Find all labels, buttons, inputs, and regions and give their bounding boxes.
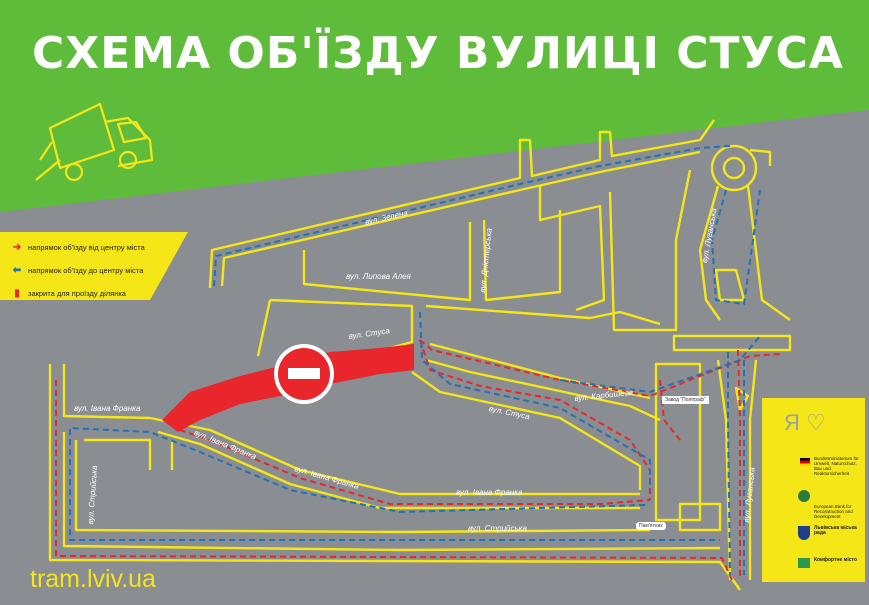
sponsor-ebrd: European Bank for Reconstruction and Dev… <box>814 504 853 519</box>
website-url: tram.lviv.ua <box>30 565 156 593</box>
detour-route-to-center <box>69 145 761 576</box>
green-header-band <box>0 0 869 212</box>
legend-item-closed: ▮ закрита для проїзду ділянка <box>10 282 160 305</box>
german-flag-icon <box>800 458 810 466</box>
ebrd-logo-icon <box>798 490 810 502</box>
legend-item-from-center: ➔ напрямок об'їзду від центру міста <box>10 236 160 259</box>
arrow-left-icon: ⬅ <box>12 265 22 276</box>
legend-label: напрямок об'їзду до центру міста <box>28 266 144 275</box>
no-entry-sign-icon <box>274 344 334 404</box>
legend-panel <box>0 232 188 300</box>
landmark-label-zavod: Завод "Поліграф" <box>662 396 709 404</box>
sponsor-lviv-council: Львівська міська рада <box>814 525 857 536</box>
ya-love-tram-logo: Я ♡ <box>784 410 826 435</box>
legend-label: закрита для проїзду ділянка <box>28 289 126 298</box>
sponsor-komfortne-misto: Комфортне місто <box>814 557 857 563</box>
legend: ➔ напрямок об'їзду від центру міста ⬅ на… <box>10 236 160 305</box>
street-label-lypova: вул. Липова Алея <box>346 272 411 281</box>
sponsors-panel: Я ♡ Bundesministerium für Umwelt, Naturs… <box>762 398 865 582</box>
closed-section-icon: ▮ <box>14 288 20 299</box>
dump-truck-icon <box>35 102 154 182</box>
landmark-label-pamyatnyk: Пам'ятник <box>636 522 666 530</box>
street-label-franka-bottom: вул. Івана Франка <box>456 488 523 497</box>
street-label-stryiska-bottom: вул. Стрийська <box>468 524 527 533</box>
legend-label: напрямок об'їзду від центру міста <box>28 243 145 252</box>
page-title: СХЕМА ОБ'ЇЗДУ ВУЛИЦІ СТУСА <box>32 28 844 79</box>
arrow-right-icon: ➔ <box>12 242 22 253</box>
sponsor-bmub: Bundesministerium für Umwelt, Naturschut… <box>814 456 859 476</box>
lviv-coat-of-arms-icon <box>798 526 810 540</box>
street-label-franka-left: вул. Івана Франка <box>74 404 141 413</box>
road-network <box>48 119 792 591</box>
legend-item-to-center: ⬅ напрямок об'їзду до центру міста <box>10 259 160 282</box>
komfortne-misto-icon <box>798 558 810 568</box>
